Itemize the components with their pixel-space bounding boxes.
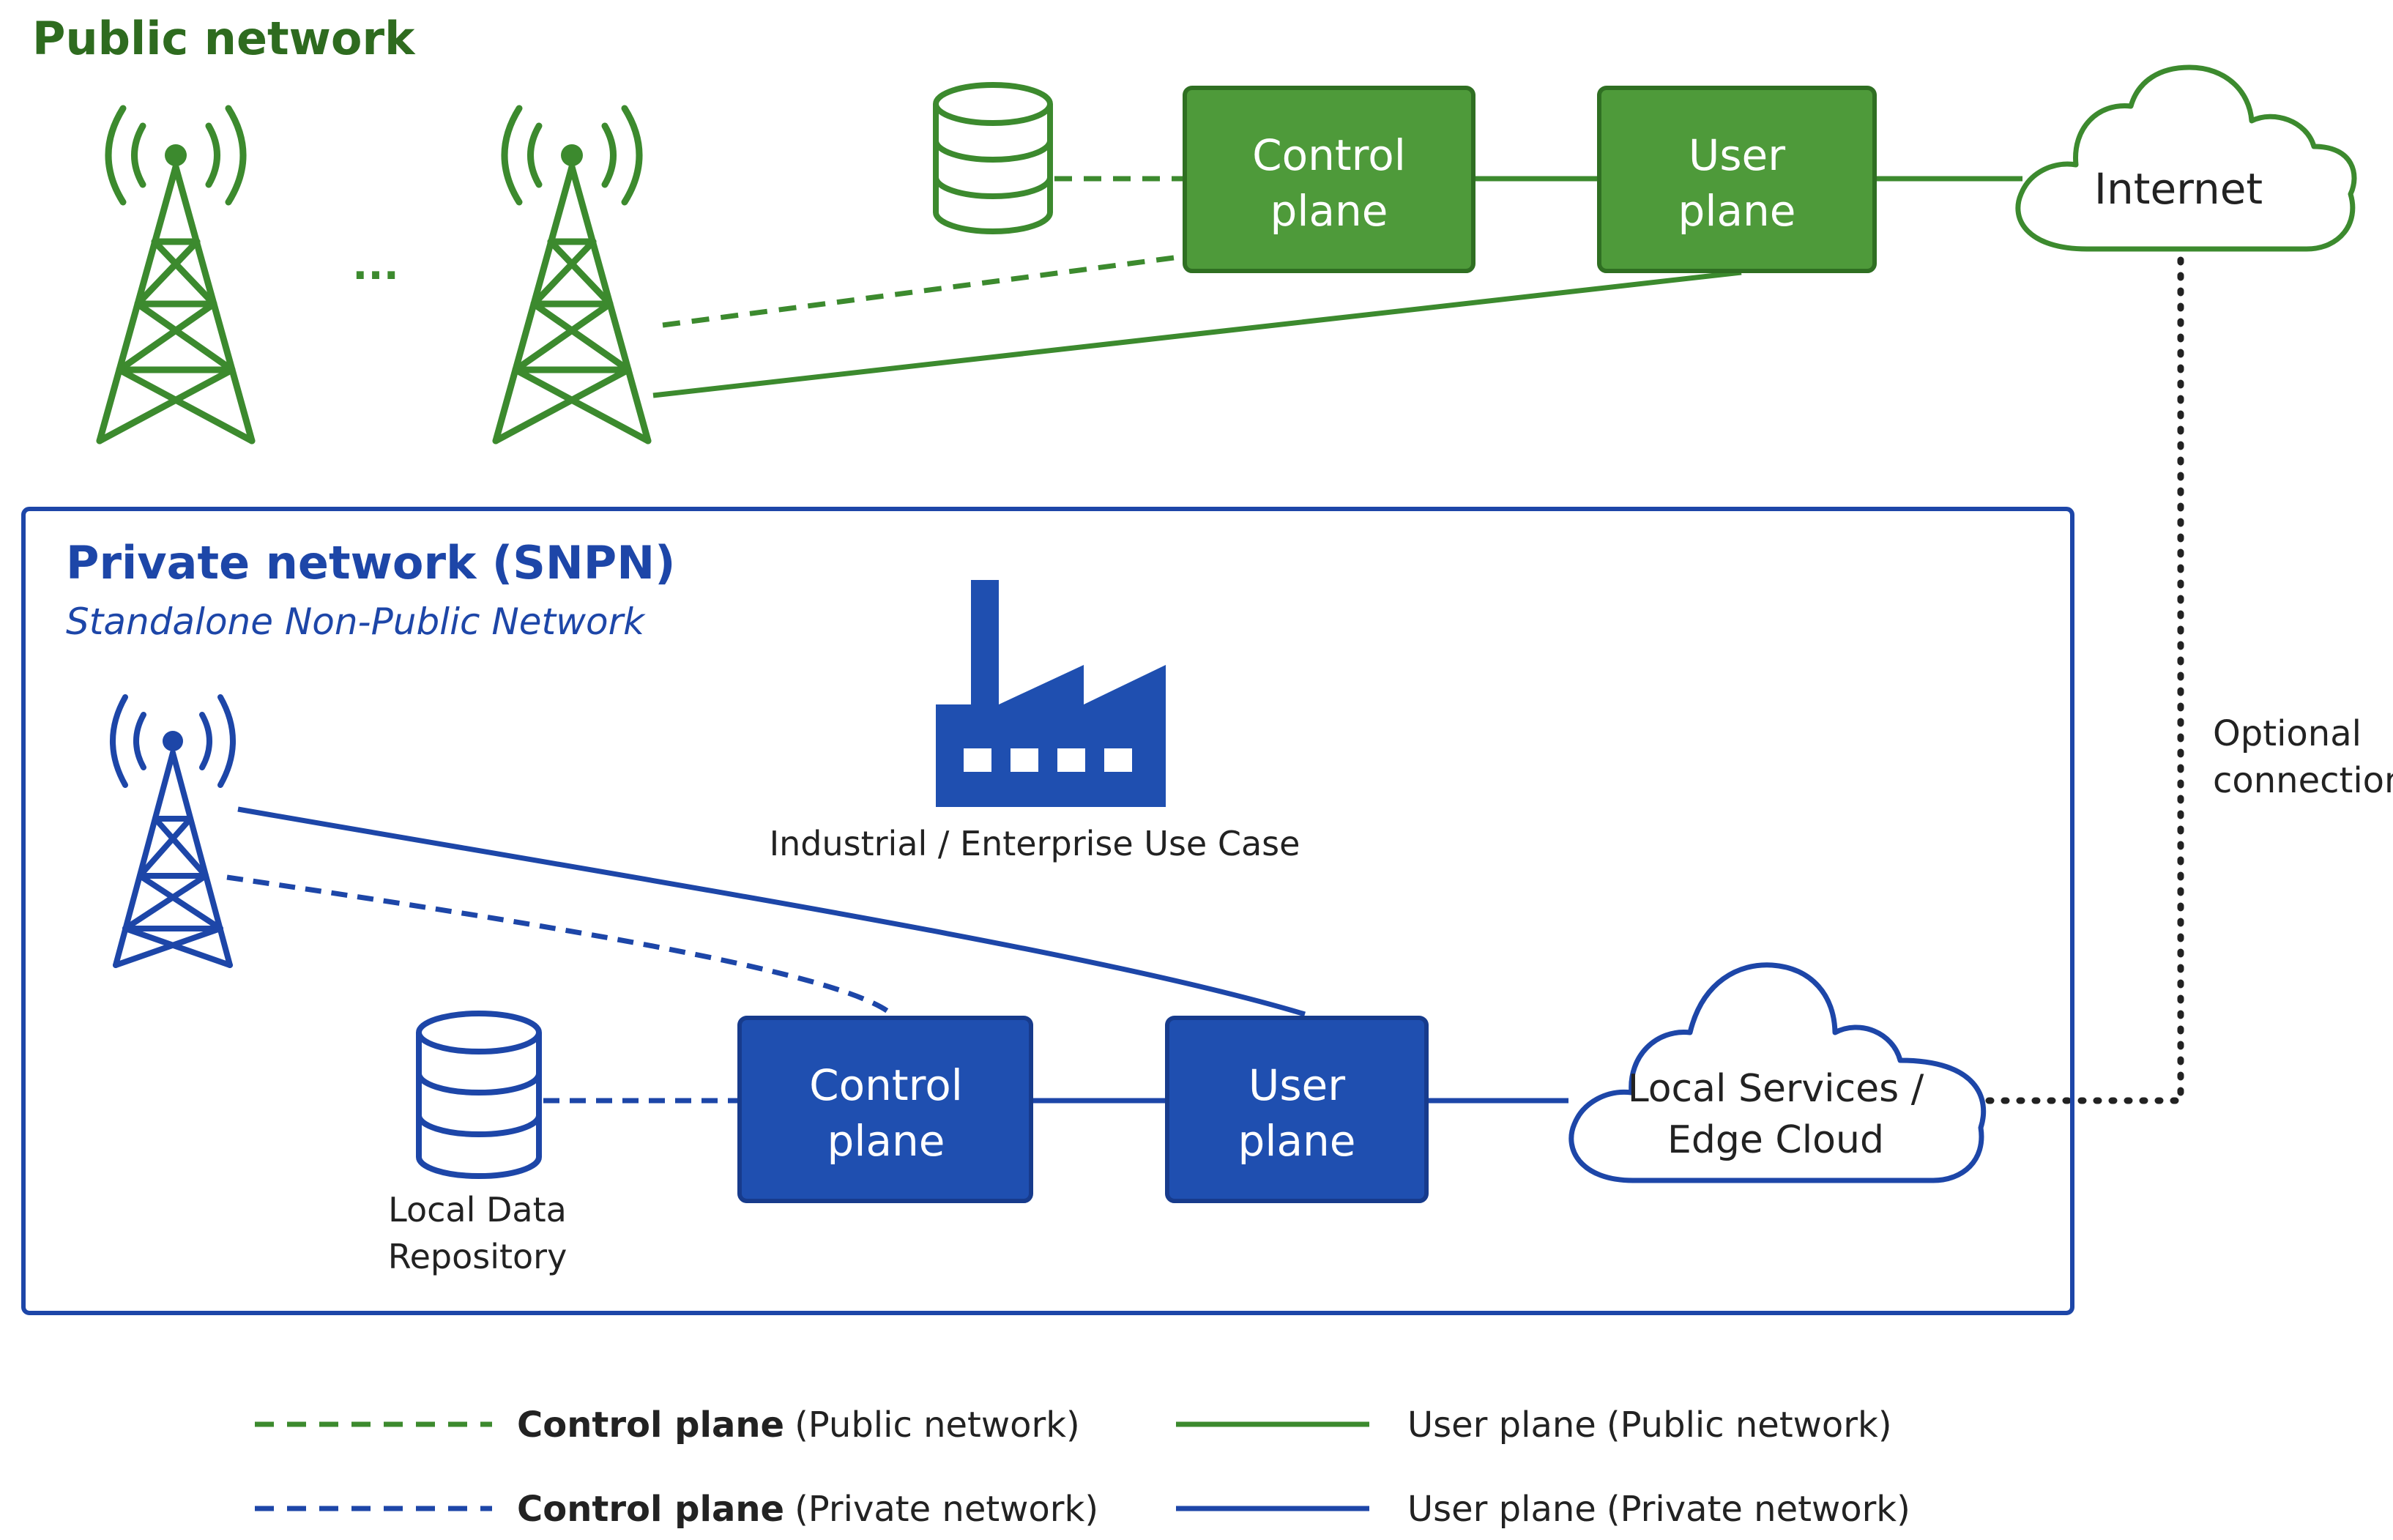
database-icon	[416, 1011, 542, 1179]
public-user-plane-label: User	[1689, 130, 1785, 180]
private-user-link-tower	[237, 806, 1306, 1017]
public-control-plane-label: plane	[1270, 186, 1388, 236]
public-user-plane-box: User plane	[1597, 86, 1877, 273]
private-user-plane-box: User plane	[1165, 1016, 1429, 1203]
cloud-icon: Local Services / Edge Cloud	[1568, 962, 1987, 1183]
legend-label-up-private: User plane(Private network)	[1407, 1489, 1910, 1530]
repository-label: Repository	[388, 1237, 567, 1276]
private-control-plane-label: Control	[809, 1060, 963, 1110]
private-control-plane-box: Control plane	[737, 1016, 1033, 1203]
public-user-link-tower	[652, 269, 1742, 398]
optional-connection-line	[1982, 256, 2184, 1104]
local-services-label: Local Services /	[1628, 1067, 1924, 1111]
public-control-link-tower	[662, 253, 1186, 328]
legend-label-up-public: User plane(Public network)	[1407, 1405, 1892, 1446]
public-control-plane-label: Control	[1252, 130, 1406, 180]
internet-label: Internet	[2094, 164, 2263, 214]
optional-connection-label: Optional	[2213, 713, 2362, 754]
ellipsis: ···	[352, 252, 399, 300]
private-control-link-tower	[226, 874, 894, 1016]
public-control-plane-box: Control plane	[1183, 86, 1475, 273]
legend-label-cp-public: Control plane(Public network)	[517, 1405, 1080, 1446]
private-user-plane-label: plane	[1238, 1116, 1356, 1166]
private-user-plane-label: User	[1248, 1060, 1345, 1110]
legend-label-cp-private: Control plane(Private network)	[517, 1489, 1098, 1530]
optional-connection-label: connection	[2213, 760, 2393, 801]
legend: Control plane(Public network) User plane…	[255, 1405, 1910, 1530]
factory-label: Industrial / Enterprise Use Case	[770, 824, 1300, 863]
cell-tower-icon	[110, 694, 236, 968]
private-network-frame	[21, 507, 2074, 1315]
private-network-title: Private network (SNPN)	[66, 536, 675, 589]
local-services-label: Edge Cloud	[1667, 1118, 1884, 1162]
private-network-subtitle: Standalone Non-Public Network	[66, 600, 646, 643]
database-icon	[933, 82, 1053, 234]
cell-tower-icon	[96, 105, 256, 444]
public-network-title: Public network	[32, 12, 416, 65]
repository-label: Local Data	[388, 1190, 567, 1230]
factory-icon	[936, 580, 1166, 807]
cell-tower-icon	[492, 105, 652, 444]
private-control-plane-label: plane	[827, 1116, 945, 1166]
public-user-plane-label: plane	[1678, 186, 1796, 236]
cloud-icon: Internet	[2015, 64, 2357, 252]
